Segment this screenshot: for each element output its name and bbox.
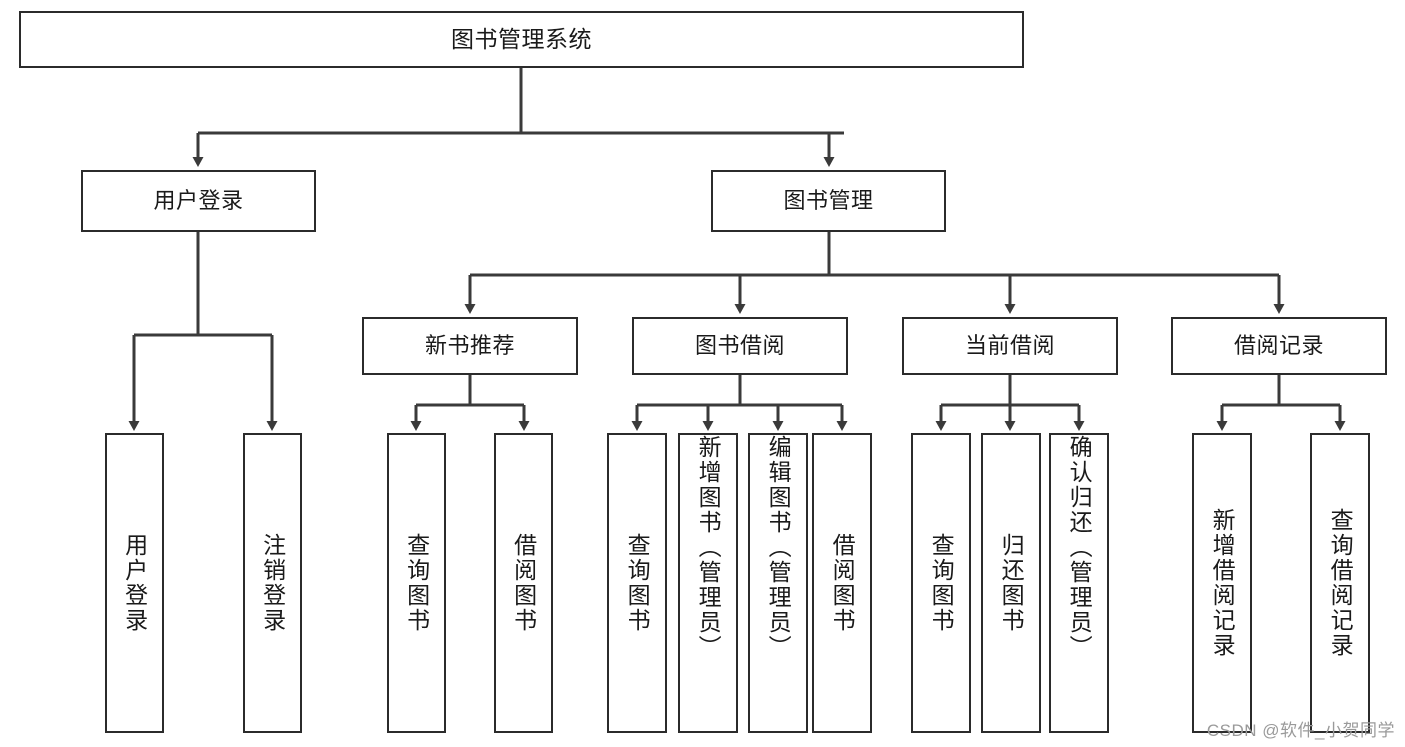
node-label: 查询图书 <box>403 533 430 633</box>
node-label: 借阅图书 <box>510 533 537 633</box>
node-label: 用户登录 <box>153 188 244 214</box>
node-label: 编辑图书（管理员） <box>765 435 792 660</box>
node-label: 新增借阅记录 <box>1209 508 1236 658</box>
node-label: 查询借阅记录 <box>1327 508 1354 658</box>
node-borrowing-record[interactable]: 借阅记录 <box>1171 317 1387 375</box>
node-label: 新增图书（管理员） <box>695 435 722 660</box>
leaf-query-book-borrow[interactable]: 查询图书 <box>607 433 667 733</box>
leaf-query-book-recommend[interactable]: 查询图书 <box>387 433 446 733</box>
leaf-confirm-return-admin[interactable]: 确认归还（管理员） <box>1049 433 1109 733</box>
node-label: 用户登录 <box>121 533 148 633</box>
node-label: 确认归还（管理员） <box>1066 435 1093 660</box>
leaf-add-book-admin[interactable]: 新增图书（管理员） <box>678 433 738 733</box>
node-new-book-recommendation[interactable]: 新书推荐 <box>362 317 578 375</box>
node-label: 注销登录 <box>259 533 286 633</box>
leaf-borrow-book-recommend[interactable]: 借阅图书 <box>494 433 553 733</box>
leaf-query-book-current[interactable]: 查询图书 <box>911 433 971 733</box>
node-current-borrowing[interactable]: 当前借阅 <box>902 317 1118 375</box>
node-label: 当前借阅 <box>964 333 1055 359</box>
leaf-return-book[interactable]: 归还图书 <box>981 433 1041 733</box>
node-book-management[interactable]: 图书管理 <box>711 170 946 232</box>
watermark: CSDN @软件_小贺同学 <box>1206 721 1395 740</box>
node-user-login[interactable]: 用户登录 <box>81 170 316 232</box>
leaf-add-borrow-record[interactable]: 新增借阅记录 <box>1192 433 1252 733</box>
node-label: 查询图书 <box>624 533 651 633</box>
leaf-query-borrow-record[interactable]: 查询借阅记录 <box>1310 433 1370 733</box>
leaf-logout[interactable]: 注销登录 <box>243 433 302 733</box>
node-label: 图书管理系统 <box>451 26 592 53</box>
leaf-user-login[interactable]: 用户登录 <box>105 433 164 733</box>
leaf-edit-book-admin[interactable]: 编辑图书（管理员） <box>748 433 808 733</box>
node-label: 查询图书 <box>928 533 955 633</box>
node-label: 新书推荐 <box>424 333 515 359</box>
node-book-borrowing[interactable]: 图书借阅 <box>632 317 848 375</box>
node-root-library-management-system[interactable]: 图书管理系统 <box>19 11 1024 68</box>
node-label: 借阅记录 <box>1233 333 1324 359</box>
node-label: 图书管理 <box>783 188 874 214</box>
node-label: 归还图书 <box>998 533 1025 633</box>
leaf-borrow-book[interactable]: 借阅图书 <box>812 433 872 733</box>
node-label: 图书借阅 <box>694 333 785 359</box>
node-label: 借阅图书 <box>829 533 856 633</box>
